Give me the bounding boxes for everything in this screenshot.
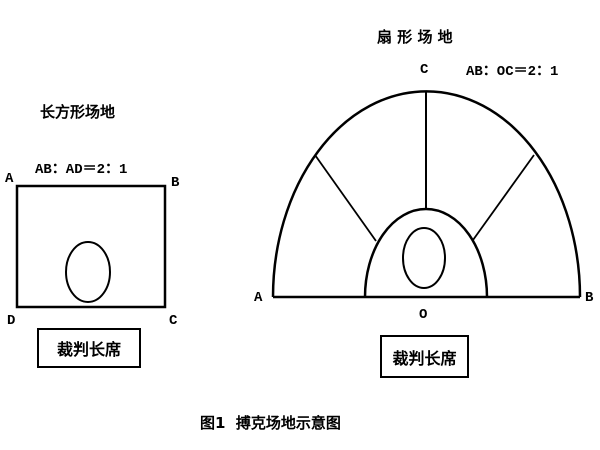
fan-point-a: A <box>254 290 263 306</box>
fan-radial-line-left <box>314 154 377 242</box>
rect-corner-b: B <box>171 175 180 191</box>
rect-corner-c: C <box>169 313 178 329</box>
fan-inner-arc <box>363 207 489 298</box>
rect-field-boundary <box>15 184 167 309</box>
fan-field-title: 扇 形 场 地 <box>377 28 453 46</box>
figure-caption: 图1 搏克场地示意图 <box>200 414 341 432</box>
fan-judge-box: 裁判长席 <box>380 335 469 378</box>
rect-field-ratio: AB：AD＝2：1 <box>35 162 128 178</box>
fan-point-b: B <box>585 290 594 306</box>
fan-point-o: O <box>419 307 428 323</box>
rect-judge-box: 裁判长席 <box>37 328 141 368</box>
fan-radial-line-right <box>472 154 535 241</box>
fan-point-c: C <box>420 62 429 78</box>
rect-corner-a: A <box>5 171 14 187</box>
fan-field-ratio: AB：OC＝2：1 <box>466 64 559 80</box>
rect-field-title: 长方形场地 <box>40 103 116 121</box>
fan-center-oval <box>402 227 446 289</box>
rect-field-center-oval <box>65 241 111 303</box>
rect-corner-d: D <box>7 313 16 329</box>
fan-outer-arc <box>271 90 582 298</box>
